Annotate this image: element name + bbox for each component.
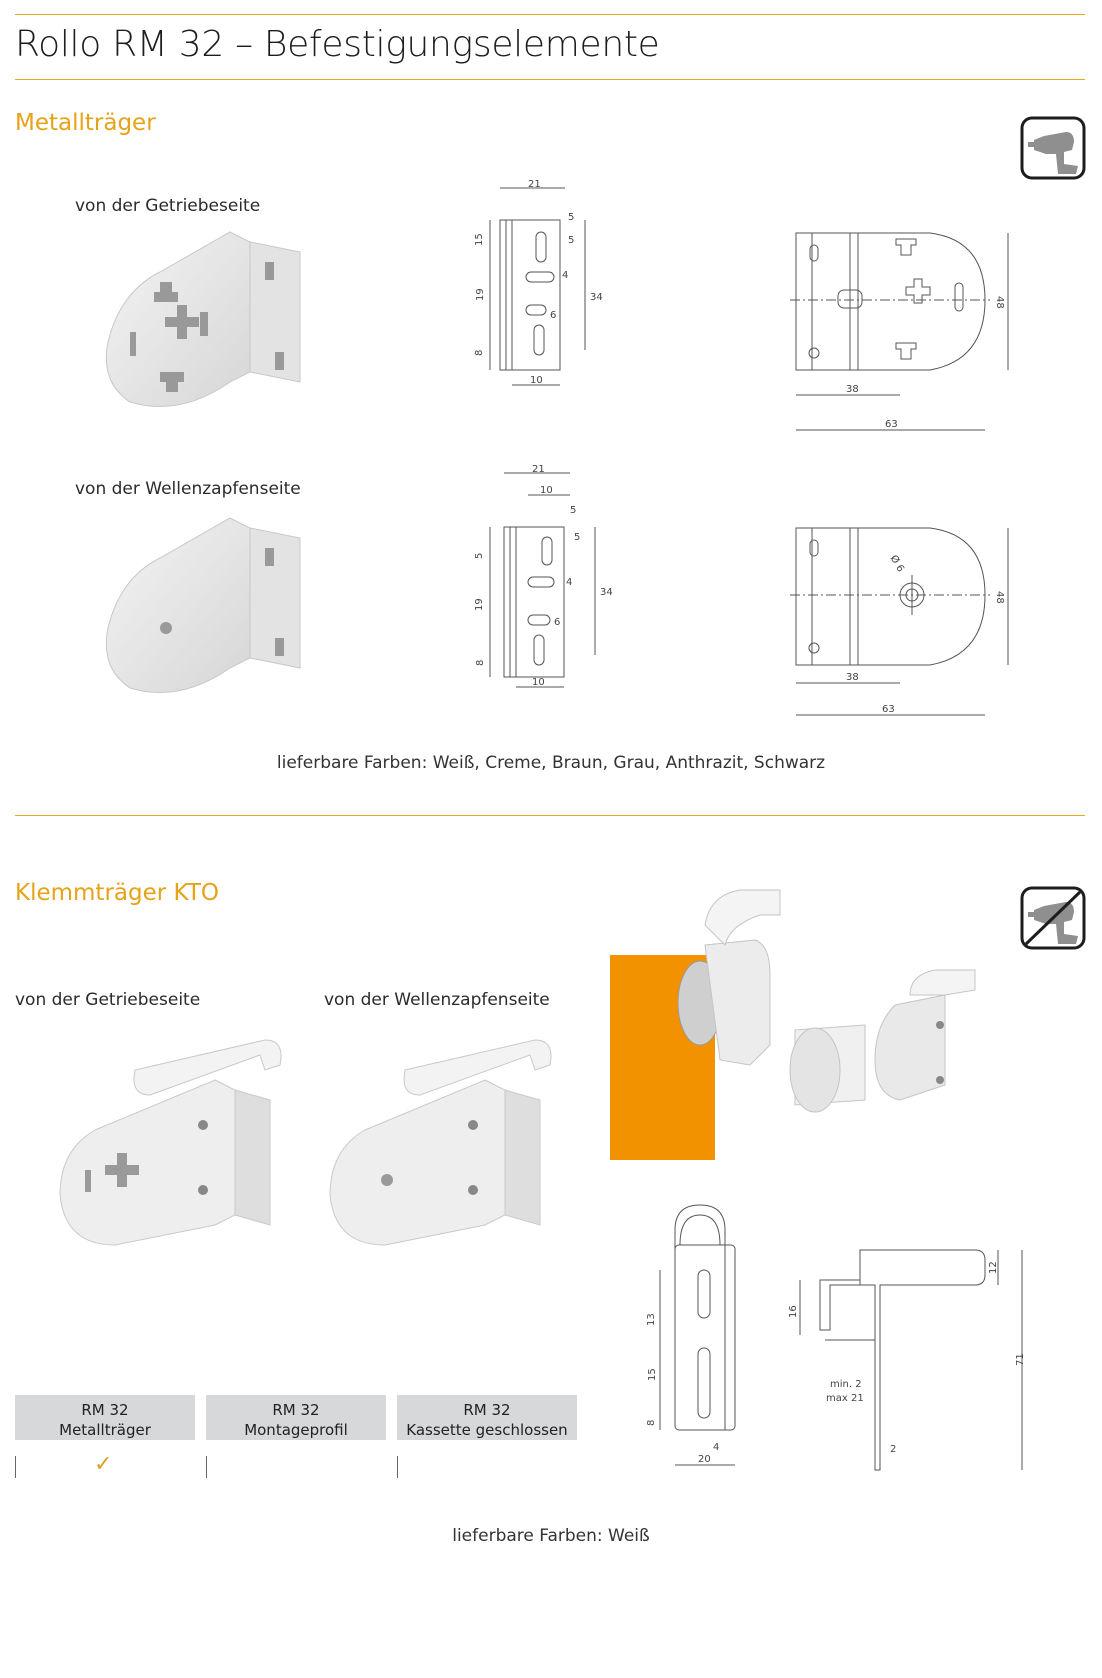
svg-text:16: 16 bbox=[788, 1305, 799, 1318]
compat-divider bbox=[206, 1456, 207, 1478]
klemmtraeger-profile-drawing: 16 12 71 min. 2 max 21 2 bbox=[788, 1240, 1030, 1475]
section-rule bbox=[15, 815, 1085, 816]
compat-line2: Metallträger bbox=[59, 1421, 151, 1439]
svg-text:8: 8 bbox=[646, 1420, 657, 1426]
klemmtraeger-getriebe-render bbox=[55, 1020, 285, 1250]
compat-line2: Montageprofil bbox=[244, 1421, 348, 1439]
svg-text:10: 10 bbox=[540, 485, 553, 496]
caption-wellenzapfenseite: von der Wellenzapfenseite bbox=[75, 479, 301, 499]
drill-icon bbox=[1020, 116, 1086, 180]
compat-divider bbox=[397, 1456, 398, 1478]
svg-text:15: 15 bbox=[647, 1368, 658, 1381]
compat-cell-metalltraeger: RM 32 Metallträger bbox=[15, 1395, 195, 1440]
svg-text:min. 2: min. 2 bbox=[830, 1379, 862, 1390]
compat-line2: Kassette geschlossen bbox=[406, 1421, 568, 1439]
caption-klemm-wellenzapfenseite: von der Wellenzapfenseite bbox=[324, 990, 550, 1010]
compat-divider bbox=[15, 1456, 16, 1478]
svg-text:34: 34 bbox=[600, 587, 613, 598]
svg-text:4: 4 bbox=[566, 577, 572, 588]
svg-text:8: 8 bbox=[475, 660, 486, 666]
svg-text:12: 12 bbox=[988, 1261, 999, 1274]
svg-text:63: 63 bbox=[885, 419, 898, 430]
metalltraeger-getriebe-render bbox=[100, 222, 310, 422]
svg-text:5: 5 bbox=[474, 553, 485, 559]
svg-text:6: 6 bbox=[550, 310, 556, 321]
svg-text:max 21: max 21 bbox=[826, 1393, 864, 1404]
svg-text:20: 20 bbox=[698, 1454, 711, 1465]
svg-text:8: 8 bbox=[474, 350, 485, 356]
compat-line1: RM 32 bbox=[81, 1401, 129, 1419]
svg-text:13: 13 bbox=[646, 1313, 657, 1326]
svg-text:5: 5 bbox=[568, 212, 574, 223]
svg-text:10: 10 bbox=[530, 375, 543, 386]
svg-text:Ø 6: Ø 6 bbox=[888, 553, 907, 574]
klemmtraeger-plate-drawing: 13 15 8 4 20 bbox=[640, 1200, 750, 1475]
colors-note-klemmtraeger: lieferbare Farben: Weiß bbox=[452, 1526, 650, 1546]
metalltraeger-front-drawing-bottom: Ø 6 38 63 48 bbox=[790, 520, 1020, 725]
compat-cell-montageprofil: RM 32 Montageprofil bbox=[206, 1395, 386, 1440]
svg-text:48: 48 bbox=[994, 296, 1005, 309]
metalltraeger-wellen-render bbox=[100, 508, 310, 708]
svg-text:6: 6 bbox=[554, 617, 560, 628]
svg-text:63: 63 bbox=[882, 704, 895, 715]
metalltraeger-side-drawing-bottom: 21 10 5 5 5 4 19 6 34 8 10 bbox=[470, 464, 613, 690]
svg-text:10: 10 bbox=[532, 677, 545, 688]
page-title: Rollo RM 32 – Befestigungselemente bbox=[15, 24, 660, 65]
top-rule bbox=[15, 14, 1085, 15]
svg-text:34: 34 bbox=[590, 292, 603, 303]
svg-text:71: 71 bbox=[1015, 1353, 1026, 1366]
svg-text:38: 38 bbox=[846, 672, 859, 683]
colors-note-metalltraeger: lieferbare Farben: Weiß, Creme, Braun, G… bbox=[276, 753, 826, 773]
dim-label: 21 bbox=[528, 179, 541, 190]
check-icon: ✓ bbox=[94, 1452, 113, 1477]
klemmtraeger-wellen-render bbox=[325, 1020, 555, 1250]
section-title-metalltraeger: Metallträger bbox=[15, 110, 156, 136]
svg-text:19: 19 bbox=[474, 598, 485, 611]
klemmtraeger-montage-render bbox=[610, 885, 1010, 1165]
svg-text:5: 5 bbox=[574, 532, 580, 543]
section-title-klemmtraeger: Klemmträger KTO bbox=[15, 880, 219, 906]
svg-text:48: 48 bbox=[994, 591, 1005, 604]
caption-getriebeseite: von der Getriebeseite bbox=[75, 196, 261, 216]
metalltraeger-side-drawing-top: 21 15 19 8 5 5 4 6 34 10 bbox=[470, 179, 610, 400]
metalltraeger-front-drawing-top: 38 63 48 bbox=[790, 225, 1020, 440]
svg-text:2: 2 bbox=[890, 1444, 896, 1455]
svg-text:38: 38 bbox=[846, 384, 859, 395]
svg-text:4: 4 bbox=[713, 1442, 719, 1453]
svg-text:21: 21 bbox=[532, 464, 545, 475]
svg-text:5: 5 bbox=[570, 505, 576, 516]
svg-text:4: 4 bbox=[562, 270, 568, 281]
compat-cell-kassette: RM 32 Kassette geschlossen bbox=[397, 1395, 577, 1440]
no-drill-icon bbox=[1020, 886, 1086, 950]
caption-klemm-getriebeseite: von der Getriebeseite bbox=[15, 990, 201, 1010]
title-rule bbox=[15, 79, 1085, 80]
compat-line1: RM 32 bbox=[272, 1401, 320, 1419]
svg-text:15: 15 bbox=[474, 233, 485, 246]
svg-text:5: 5 bbox=[568, 235, 574, 246]
svg-text:19: 19 bbox=[475, 288, 486, 301]
compat-line1: RM 32 bbox=[463, 1401, 511, 1419]
